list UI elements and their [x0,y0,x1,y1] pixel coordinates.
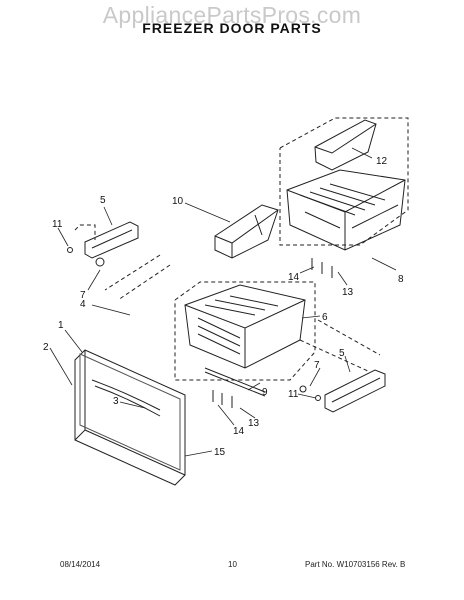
callout-1: 1 [58,320,64,331]
callout-14-lower: 14 [233,426,245,437]
callout-15: 15 [214,447,226,458]
door-bin-part-12 [314,119,377,171]
watermark: AppliancePartsPros.com [102,2,362,28]
callout-6: 6 [322,312,328,323]
callout-13-lower: 13 [248,418,260,429]
dashed-outline-right-slide [299,319,381,373]
rail-part-9 [204,367,266,397]
dashed-outline-lower-basket [174,281,316,381]
callout-11-right: 11 [288,389,299,400]
dashed-outline-upper-basket [279,117,409,246]
screws-part-14 [212,258,333,408]
callout-7-left: 7 [80,290,86,301]
callout-12: 12 [376,156,388,167]
callout-7-right: 7 [314,360,320,371]
leader-lines [49,147,397,457]
callout-labels: 1 2 3 4 5 5 6 7 7 8 9 10 11 11 12 13 13 … [43,156,404,458]
footer-page-number: 10 [228,560,237,569]
page-title: FREEZER DOOR PARTS [142,20,322,36]
callout-9: 9 [262,387,268,398]
callout-10: 10 [172,196,184,207]
door-gasket-part-15 [79,353,181,471]
callout-5-right: 5 [339,348,345,359]
callout-13-upper: 13 [342,287,354,298]
lower-basket-part-6 [184,284,306,369]
footer-date: 08/14/2014 [60,560,101,569]
callout-3: 3 [113,396,119,407]
callout-5-left: 5 [100,195,106,206]
right-slide-part-5 [299,369,386,413]
footer-part-number: Part No. W10703156 Rev. B [305,560,406,569]
dashed-outline-left-slide [74,224,171,301]
upper-basket-part-8 [286,169,406,251]
callout-8: 8 [398,274,404,285]
callout-14-upper: 14 [288,272,300,283]
left-slide-part-5 [67,221,139,267]
callout-11-left: 11 [52,219,63,230]
door-bin-part-10 [214,204,279,259]
callout-2: 2 [43,342,49,353]
door-panel-part-1 [74,349,186,486]
callout-4: 4 [80,299,86,310]
door-handle-part-3 [91,379,161,417]
